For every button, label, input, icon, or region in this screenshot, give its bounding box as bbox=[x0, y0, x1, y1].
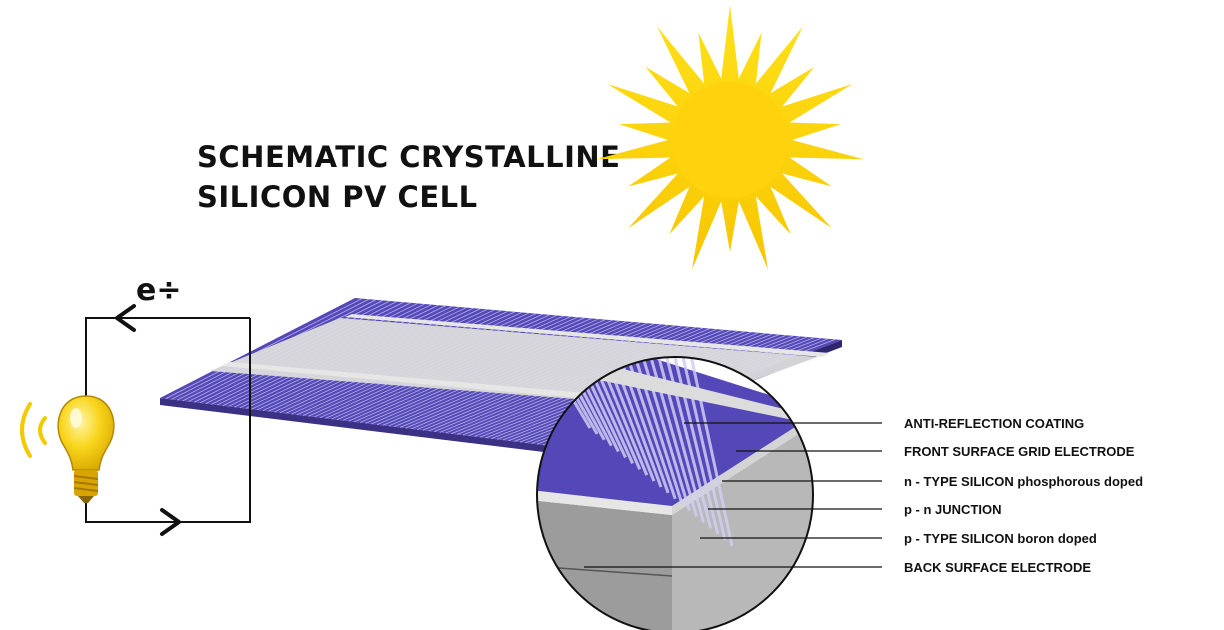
wire-top bbox=[85, 317, 250, 398]
n-type-side-face bbox=[672, 411, 813, 515]
layer-label: n - TYPE SILICON phosphorous doped bbox=[904, 474, 1143, 489]
title-line-2: SILICON PV CELL bbox=[197, 180, 478, 214]
layer-label: BACK SURFACE ELECTRODE bbox=[904, 560, 1091, 575]
layer-labels: ANTI-REFLECTION COATING FRONT SURFACE GR… bbox=[904, 416, 1143, 575]
busbar-1-top bbox=[345, 314, 830, 357]
layer-label: ANTI-REFLECTION COATING bbox=[904, 416, 1084, 431]
light-bulb-icon bbox=[20, 395, 115, 503]
diagram-title: SCHEMATIC CRYSTALLINE SILICON PV CELL bbox=[197, 140, 620, 214]
sun-icon bbox=[596, 5, 864, 270]
magnified-busbar bbox=[560, 362, 813, 424]
n-type-front-face bbox=[537, 490, 672, 515]
magnified-finger-lines bbox=[537, 357, 734, 547]
electron-label: e÷ bbox=[136, 273, 181, 308]
panel-edge bbox=[160, 398, 560, 454]
magnifier-ring bbox=[536, 356, 814, 630]
layer-label: p - n JUNCTION bbox=[904, 502, 1002, 517]
magnified-cross-section bbox=[536, 356, 814, 630]
arrow-right-icon bbox=[160, 508, 181, 536]
layer-label: p - TYPE SILICON boron doped bbox=[904, 531, 1097, 546]
leader-lines bbox=[584, 422, 882, 568]
magnified-cell-top bbox=[537, 357, 813, 506]
title-line-1: SCHEMATIC CRYSTALLINE bbox=[197, 140, 620, 174]
layer-label: FRONT SURFACE GRID ELECTRODE bbox=[904, 444, 1135, 459]
arrow-left-icon bbox=[115, 304, 136, 332]
